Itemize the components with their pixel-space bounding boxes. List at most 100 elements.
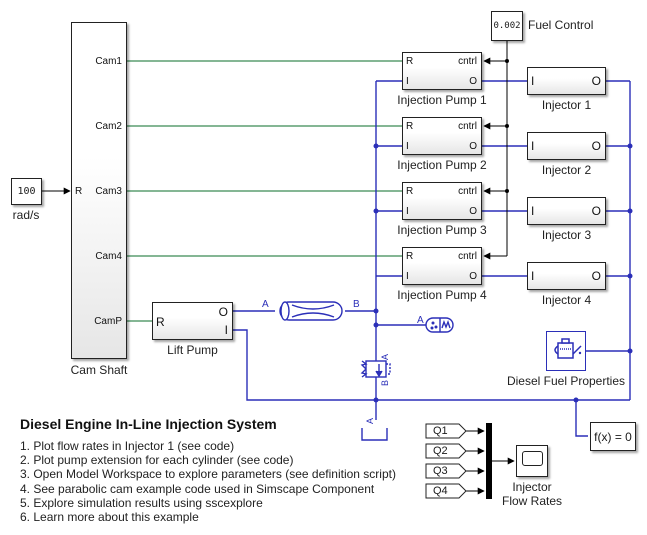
pipe-port-b: B [353,299,360,310]
pump-port-o: O [469,76,477,87]
speed-value: 100 [17,186,36,197]
injection-pump-4-block[interactable]: R I cntrl O [402,247,482,285]
pump-port-o: O [469,206,477,217]
injection-pump-1-label: Injection Pump 1 [397,93,487,107]
injector-port-i: I [531,204,535,218]
cam-shaft-port-cam1: Cam1 [95,56,122,67]
injection-pump-2-block[interactable]: R I cntrl O [402,117,482,155]
pump-port-cntrl: cntrl [458,186,477,197]
annotation-link-4[interactable]: 4. See parabolic cam example code used i… [20,481,375,496]
fuel-control-value: 0.002 [493,21,521,31]
scope-label-line2: Flow Rates [501,494,563,508]
mechanical-lines [127,60,402,322]
injector-port-i: I [531,269,535,283]
pump-port-r: R [406,121,414,132]
cam-shaft-port-cam2: Cam2 [95,121,122,132]
annotation-link-5[interactable]: 5. Explore simulation results using ssce… [20,495,263,510]
scope-block[interactable] [516,445,548,477]
injector-1-block[interactable]: I O [527,67,606,95]
injector-3-block[interactable]: I O [527,197,606,225]
pump-port-cntrl: cntrl [458,121,477,132]
cam-shaft-port-cam4: Cam4 [95,251,122,262]
annotation-link-1[interactable]: 1. Plot flow rates in Injector 1 (see co… [20,439,235,453]
injector-port-i: I [531,139,535,153]
goto-q2-label: Q2 [433,445,448,457]
pump-port-i: I [406,141,409,152]
pump-port-o: O [469,271,477,282]
accumulator-icon[interactable] [425,317,454,333]
reservoir-port-a: A [365,418,375,424]
pump-port-r: R [406,56,414,67]
solver-configuration-block[interactable]: f(x) = 0 [590,422,636,451]
injector-port-o: O [591,74,601,88]
cam-shaft-block[interactable]: R Cam1 Cam2 Cam3 Cam4 CamP [71,22,127,359]
injection-pump-2-label: Injection Pump 2 [397,158,487,172]
goto-q4-label: Q4 [433,485,448,497]
relief-port-b: B [380,380,390,386]
injection-pump-1-block[interactable]: R I cntrl O [402,52,482,90]
injection-pump-3-label: Injection Pump 3 [397,223,487,237]
hydraulic-lines [233,80,631,441]
solver-config-label: f(x) = 0 [594,429,632,444]
annotation-link-2[interactable]: 2. Plot pump extension for each cylinder… [20,453,294,468]
injector-3-label: Injector 3 [541,228,592,242]
pump-port-cntrl: cntrl [458,56,477,67]
fuel-control-label: Fuel Control [528,18,594,32]
pump-port-r: R [406,186,414,197]
hydraulic-pipe[interactable] [279,301,343,321]
injector-port-o: O [591,269,601,283]
pump-port-o: O [469,141,477,152]
fluid-properties-block[interactable] [546,331,586,371]
injector-port-i: I [531,74,535,88]
injector-2-block[interactable]: I O [527,132,606,160]
injection-pump-3-block[interactable]: R I cntrl O [402,182,482,220]
injector-4-block[interactable]: I O [527,262,606,290]
injector-1-label: Injector 1 [541,98,592,112]
pump-port-i: I [406,76,409,87]
injection-pump-4-label: Injection Pump 4 [397,288,487,302]
mux-bar[interactable] [486,423,492,499]
scope-label: Injector Flow Rates [493,480,571,508]
goto-tag-q3[interactable] [425,463,467,479]
speed-constant-block[interactable]: 100 [11,178,42,205]
accumulator-port-a: A [417,315,424,326]
fuel-can-icon [554,338,582,359]
annotation-links: 1. Plot flow rates in Injector 1 (see co… [20,439,396,524]
signal-lines [42,41,515,495]
goto-tag-q4[interactable] [425,483,467,499]
injector-4-label: Injector 4 [541,293,592,307]
model-title: Diesel Engine In-Line Injection System [20,416,277,432]
lift-pump-port-r: R [156,315,165,329]
fluid-properties-label: Diesel Fuel Properties [506,374,626,388]
annotation-link-3[interactable]: 3. Open Model Workspace to explore param… [20,467,396,482]
lift-pump-port-o: O [218,305,228,319]
goto-q3-label: Q3 [433,465,448,477]
pump-port-i: I [406,206,409,217]
injector-port-o: O [591,139,601,153]
relief-valve-icon[interactable] [360,360,391,378]
lift-pump-block[interactable]: R O I [152,302,233,340]
fuel-control-constant-block[interactable]: 0.002 [491,11,523,41]
cam-shaft-port-camp: CamP [94,316,122,327]
pump-port-i: I [406,271,409,282]
hydraulic-junctions [373,143,633,403]
pump-port-r: R [406,251,414,262]
cam-shaft-port-cam3: Cam3 [95,186,122,197]
goto-tag-q2[interactable] [425,443,467,459]
injector-2-label: Injector 2 [541,163,592,177]
goto-q1-label: Q1 [433,425,448,437]
annotation-link-6[interactable]: 6. Learn more about this example [20,510,199,525]
pump-port-cntrl: cntrl [458,251,477,262]
cam-shaft-label: Cam Shaft [70,363,128,377]
lift-pump-label: Lift Pump [167,343,218,357]
scope-label-line1: Injector [512,480,552,494]
goto-tag-q1[interactable] [425,423,467,439]
scope-screen-icon [522,451,543,466]
goto-tags [425,423,467,499]
injector-port-o: O [591,204,601,218]
pipe-port-a: A [262,299,269,310]
cam-shaft-port-r: R [75,186,83,197]
lift-pump-port-i: I [224,323,228,337]
speed-units-label: rad/s [12,208,40,222]
